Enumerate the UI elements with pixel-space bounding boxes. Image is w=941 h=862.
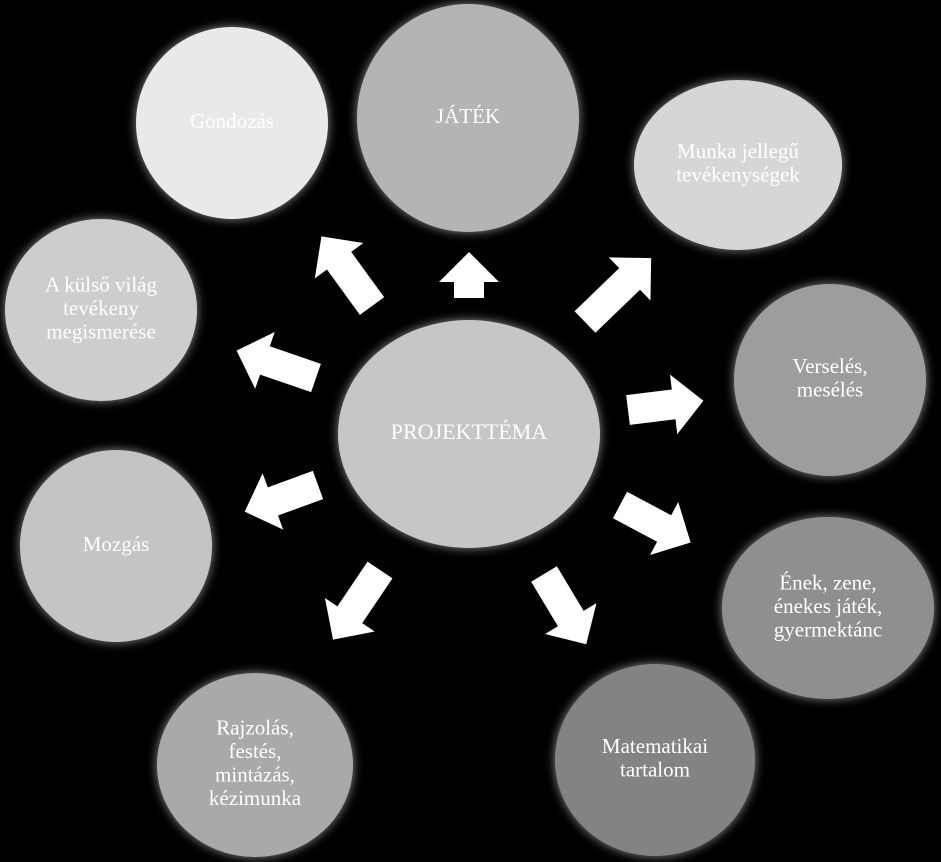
node-munka-label-line: Munka jellegű [677,139,799,163]
node-matematikai-label-line: Matematikai [602,734,708,758]
node-verseles-circle [734,284,926,476]
node-rajzolas: Rajzolás,festés,mintázás,kézimunka [157,673,353,857]
arrow-to-matematikai [531,566,597,645]
node-rajzolas-circle [157,673,353,857]
node-rajzolas-label-line: Rajzolás, [216,716,294,740]
node-verseles-label-line: mesélés [797,378,863,402]
node-jatek: JÁTÉK [357,4,579,232]
arrows-group [236,236,704,645]
node-verseles-label-line: Verselés, [792,354,867,378]
node-jatek-circle [357,4,579,232]
node-rajzolas-label-line: kézimunka [209,786,302,810]
node-matematikai-circle [555,664,755,856]
arrow-to-jatek [439,252,499,298]
arrow-to-gondozas [314,236,385,315]
node-munka-label-line: tevékenységek [676,163,800,187]
node-kulso-circle [5,219,197,401]
node-enek: Ének, zene,énekes játék,gyermektánc [722,517,934,699]
nodes-group: JÁTÉK Munka jellegűtevékenységekVerselés,… [5,4,934,857]
node-gondozas-circle [136,27,328,219]
arrow-to-enek [612,491,691,555]
node-rajzolas-label-line: festés, [228,739,281,763]
arrow-to-verseles [626,374,704,435]
node-enek-label-line: Ének, zene, [779,570,876,594]
node-jatek-label-line: JÁTÉK [436,104,500,128]
arrow-to-rajzolas [324,561,393,640]
center-node-circle [338,320,600,548]
node-enek-label-line: énekes játék, [774,594,882,618]
node-mozgas-circle [20,450,212,642]
node-matematikai-label-line: tartalom [620,758,690,782]
node-verseles: Verselés,mesélés [734,284,926,476]
node-enek-label-line: gyermektánc [774,617,882,641]
center-group: PROJEKTTÉMA [338,320,600,548]
node-gondozas-label-line: Gondozás [190,109,274,133]
arrow-to-mozgas [244,470,324,530]
arrow-to-kulso [236,332,321,393]
center-node: PROJEKTTÉMA [338,320,600,548]
node-kulso-label-line: megismerése [46,319,156,343]
node-kulso-label-line: A külső világ [45,272,158,296]
node-mozgas: Mozgás [20,450,212,642]
node-mozgas-label-line: Mozgás [83,532,150,556]
node-enek-circle [722,517,934,699]
node-gondozas: Gondozás [136,27,328,219]
arrow-to-munka [574,257,652,333]
center-node-label-line: PROJEKTTÉMA [391,419,548,444]
node-kulso-label-line: tevékeny [63,296,139,320]
node-rajzolas-label-line: mintázás, [215,763,295,787]
node-munka-circle [634,80,842,250]
